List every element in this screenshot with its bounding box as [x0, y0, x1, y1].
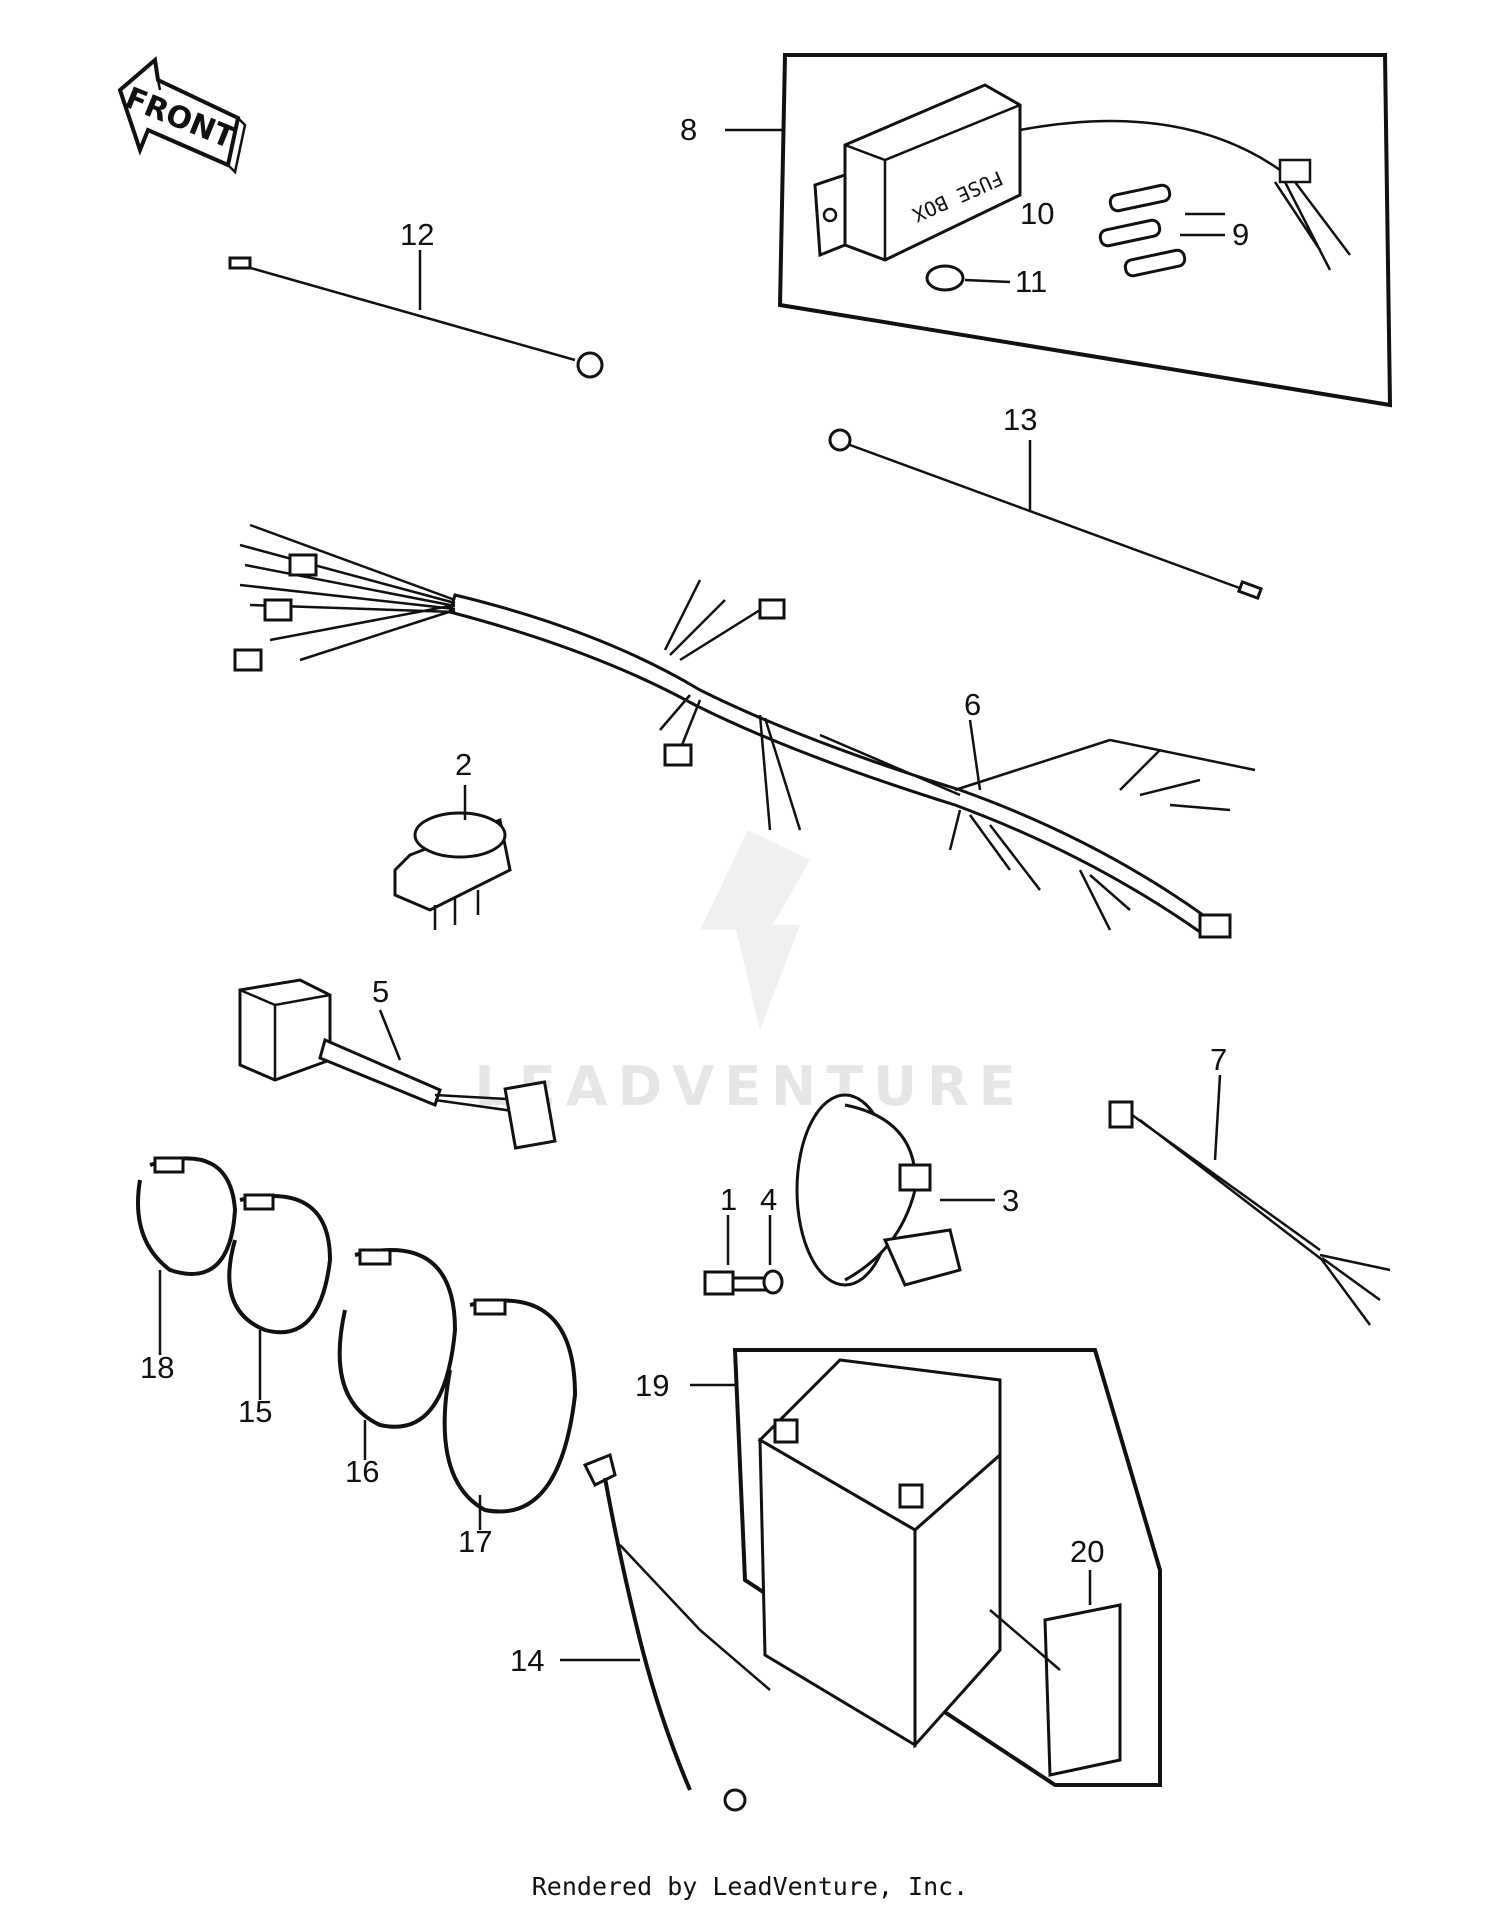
washer-4	[762, 1215, 784, 1295]
callout-3: 3	[1002, 1183, 1019, 1218]
bolt-1	[703, 1215, 775, 1296]
fuse-box-frame	[725, 53, 1393, 408]
callout-13: 13	[1003, 402, 1037, 437]
band-18	[136, 1156, 238, 1355]
relay-2	[393, 785, 512, 930]
callout-10: 10	[1020, 196, 1054, 231]
callout-7: 7	[1210, 1042, 1227, 1077]
band-15	[227, 1193, 333, 1400]
callout-12: 12	[400, 217, 434, 252]
label-20	[989, 1570, 1122, 1777]
callout-6: 6	[964, 687, 981, 722]
callout-9: 9	[1232, 217, 1249, 252]
band-17	[442, 1298, 578, 1530]
regulator-5	[238, 978, 557, 1150]
wire-harness-6	[233, 523, 1256, 939]
ground-lead-12	[228, 250, 604, 379]
callout-17: 17	[458, 1524, 492, 1559]
callout-4: 4	[760, 1182, 777, 1217]
battery-cable-14	[560, 1452, 771, 1812]
callout-15: 15	[238, 1394, 272, 1429]
battery-frame	[690, 1348, 1162, 1787]
watermark-logo	[700, 830, 810, 1030]
battery-19	[757, 1358, 1002, 1749]
fuse-9	[1098, 218, 1187, 278]
horn-3	[795, 1093, 995, 1287]
callout-16: 16	[345, 1454, 379, 1489]
lead-13	[828, 428, 1264, 601]
footer-credit: Rendered by LeadVenture, Inc.	[531, 1872, 969, 1901]
callout-14: 14	[510, 1643, 544, 1678]
callout-1: 1	[720, 1182, 737, 1217]
watermark-text: LEADVENTURE	[475, 1055, 1026, 1118]
fuse-box: FUSE BOX	[813, 83, 1351, 271]
front-arrow: FRONT	[117, 56, 247, 175]
callout-11: 11	[1015, 264, 1047, 299]
callout-5: 5	[372, 974, 389, 1009]
band-16	[337, 1248, 458, 1460]
fuse-10	[1108, 183, 1172, 213]
lead-wire-7	[1108, 1074, 1391, 1326]
callout-8: 8	[680, 112, 697, 147]
callout-19: 19	[635, 1368, 669, 1403]
callout-20: 20	[1070, 1534, 1104, 1569]
callout-2: 2	[455, 747, 472, 782]
callout-18: 18	[140, 1350, 174, 1385]
grommet-11	[925, 264, 1011, 292]
